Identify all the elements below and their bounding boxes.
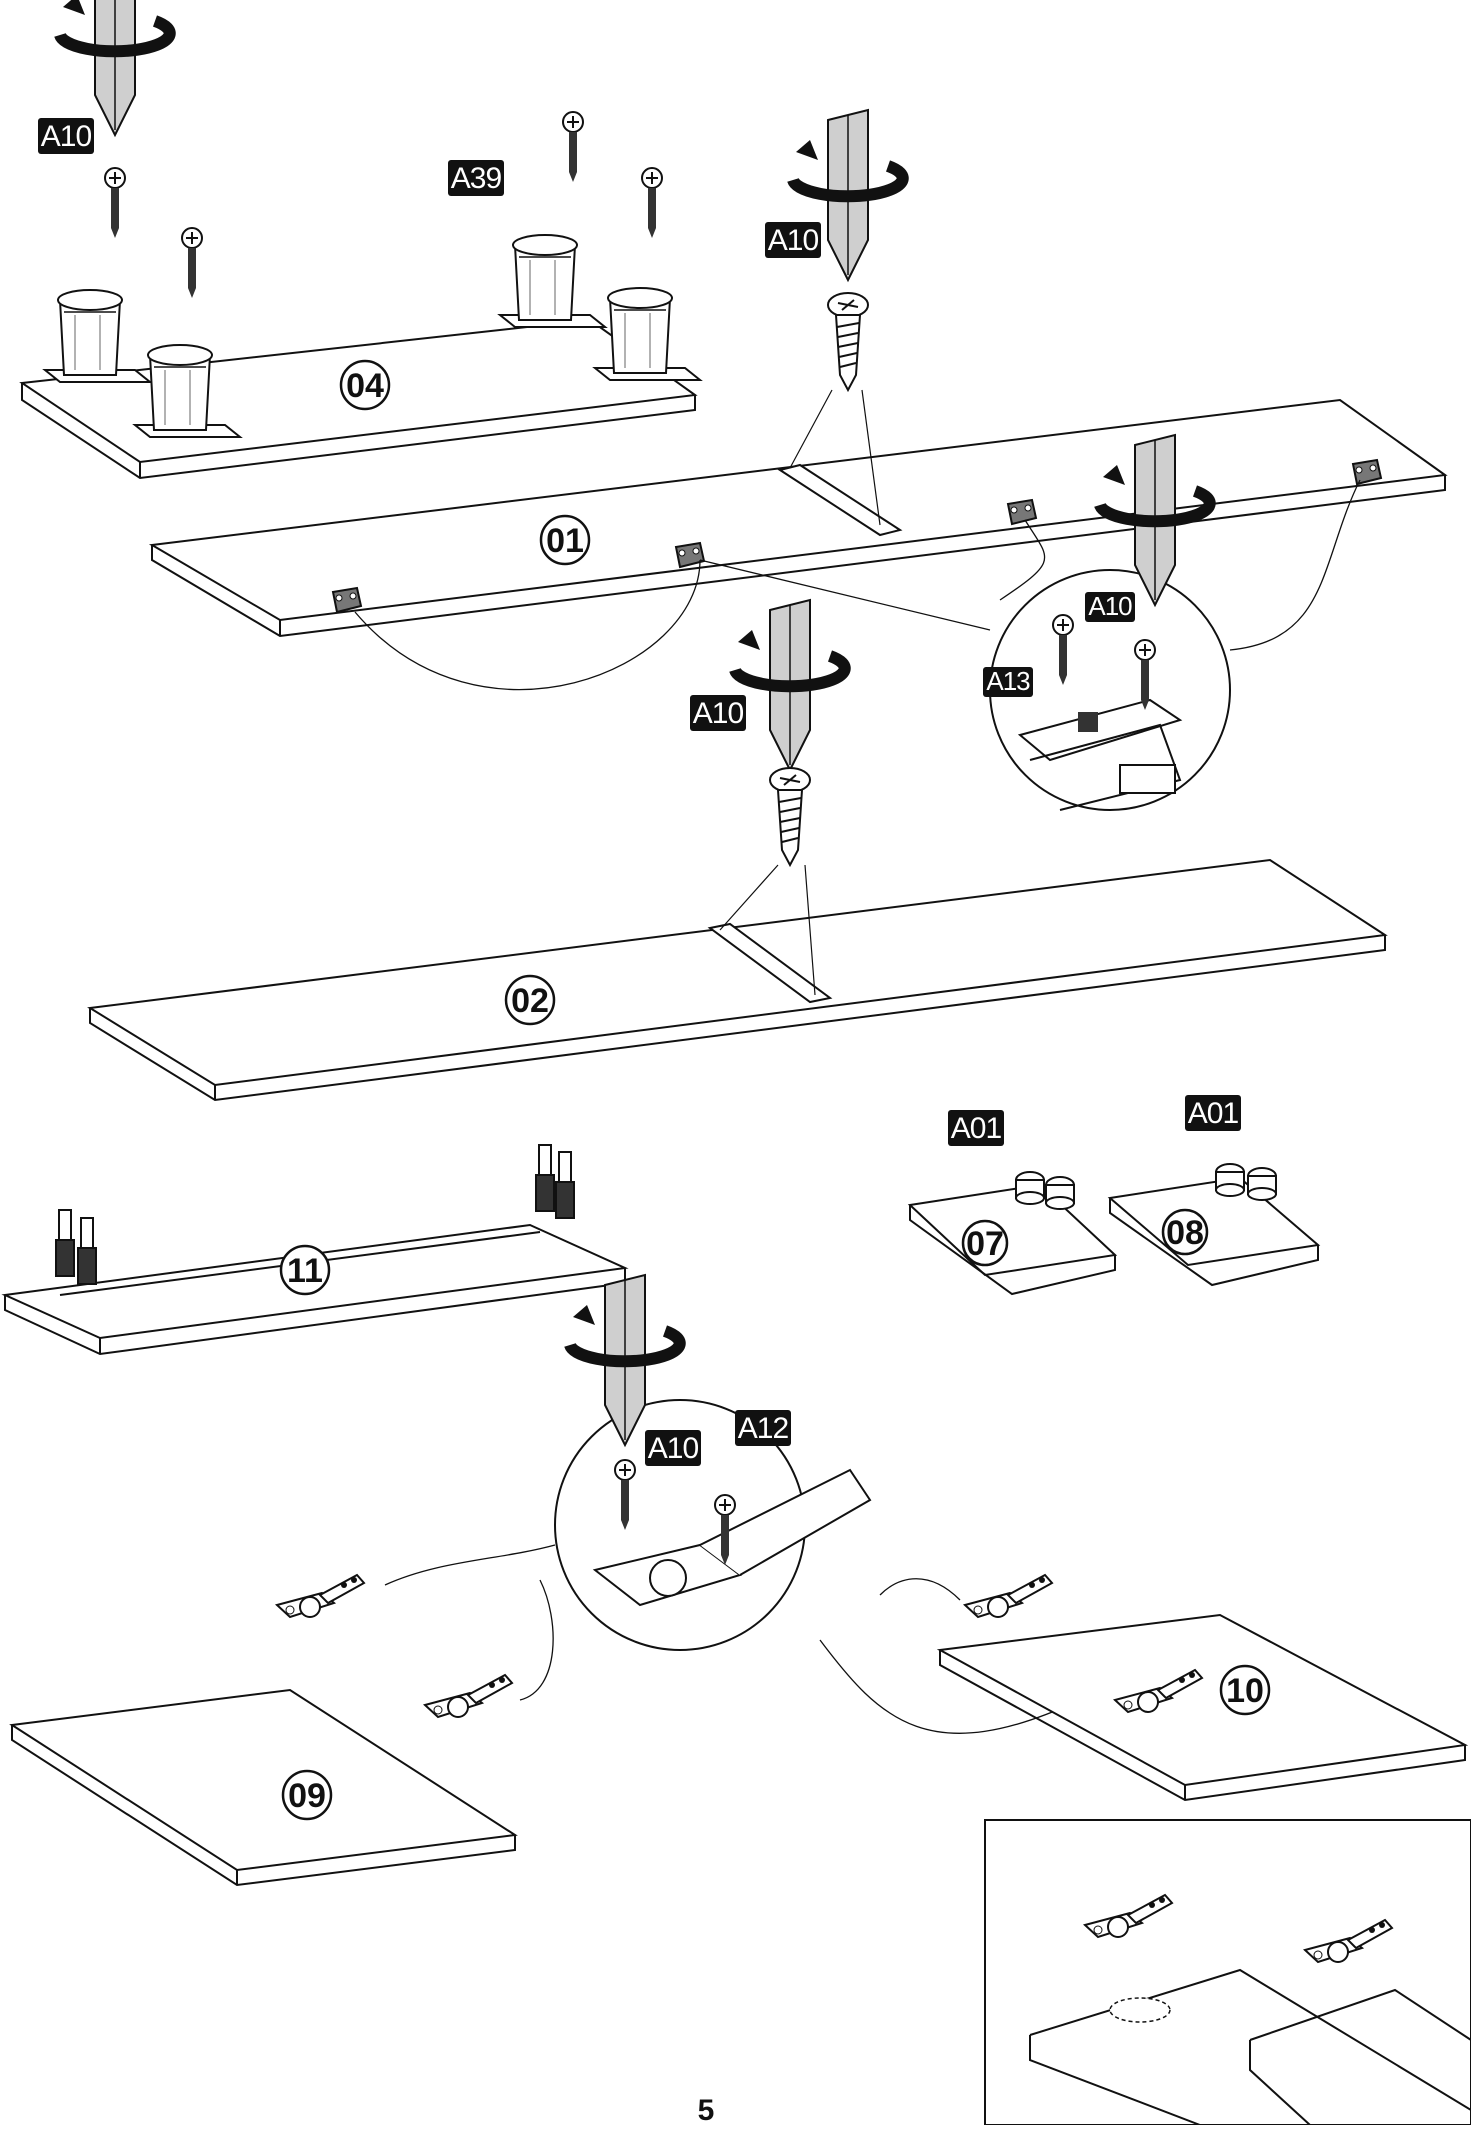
svg-text:A12: A12 bbox=[738, 1412, 789, 1445]
screw-icon bbox=[181, 227, 203, 299]
panel-01-group: 01 bbox=[148, 110, 1448, 638]
panel-08 bbox=[1107, 1176, 1321, 1267]
svg-text:A39: A39 bbox=[451, 162, 502, 195]
dowel-icon bbox=[55, 1209, 75, 1277]
panel-label-01: 01 bbox=[546, 522, 584, 560]
panel-02 bbox=[87, 858, 1388, 1087]
part-tag-a12: A12 bbox=[735, 1410, 791, 1446]
screw-icon bbox=[104, 167, 126, 239]
cam-lock-icon bbox=[1015, 1171, 1045, 1205]
cam-lock-icon bbox=[1045, 1176, 1075, 1210]
part-tag-a01-1: A01 bbox=[948, 1110, 1004, 1146]
panel-label-07: 07 bbox=[966, 1225, 1004, 1263]
dowel-icon bbox=[77, 1217, 97, 1285]
panel-07 bbox=[907, 1183, 1118, 1277]
svg-text:A10: A10 bbox=[1088, 591, 1132, 621]
screwdriver-icon bbox=[735, 600, 845, 770]
screw-icon bbox=[562, 111, 584, 183]
svg-text:A10: A10 bbox=[768, 224, 819, 257]
svg-text:A10: A10 bbox=[41, 120, 92, 153]
part-tag-a10-5: A10 bbox=[645, 1430, 701, 1466]
part-tag-a10-2: A10 bbox=[765, 222, 821, 258]
panel-04-group: 04 bbox=[19, 0, 701, 480]
svg-text:A01: A01 bbox=[1188, 1097, 1239, 1130]
panel-10-group: 10 bbox=[936, 1574, 1469, 1802]
inset-hinge-detail bbox=[984, 1819, 1471, 2126]
svg-text:A10: A10 bbox=[693, 697, 744, 730]
panel-08-group: 08 bbox=[1107, 1163, 1321, 1287]
screw-icon bbox=[827, 292, 869, 391]
panel-label-02: 02 bbox=[511, 982, 549, 1020]
part-tag-a39: A39 bbox=[448, 160, 504, 196]
cam-lock-icon bbox=[1215, 1163, 1245, 1197]
hinge-icon bbox=[424, 1674, 513, 1718]
panel-label-11: 11 bbox=[287, 1252, 323, 1290]
dowel-icon bbox=[555, 1151, 575, 1219]
part-tag-a01-2: A01 bbox=[1185, 1095, 1241, 1131]
panel-07-group: 07 bbox=[907, 1171, 1118, 1296]
screw-icon bbox=[641, 167, 663, 239]
svg-text:A10: A10 bbox=[648, 1432, 699, 1465]
zoom-detail-connector bbox=[354, 435, 1361, 811]
cam-lock-icon bbox=[1247, 1167, 1277, 1201]
hinge-icon bbox=[964, 1574, 1053, 1618]
hinge-icon bbox=[276, 1574, 365, 1618]
part-tag-a10-1: A10 bbox=[38, 118, 94, 154]
panel-label-10: 10 bbox=[1226, 1672, 1264, 1710]
part-tag-a10-3: A10 bbox=[1085, 591, 1135, 622]
panel-10 bbox=[936, 1613, 1469, 1787]
panel-11-group: 11 bbox=[1, 1144, 629, 1356]
dowel-icon bbox=[535, 1144, 555, 1212]
panel-02-group: 02 bbox=[87, 600, 1388, 1102]
page-number: 5 bbox=[698, 2094, 715, 2125]
part-tag-a13: A13 bbox=[983, 666, 1033, 697]
svg-text:A01: A01 bbox=[951, 1112, 1002, 1145]
screwdriver-icon bbox=[60, 0, 170, 135]
zoom-detail-hinge bbox=[384, 1275, 1081, 1734]
panel-09-group: 09 bbox=[9, 1574, 518, 1887]
leg-icon bbox=[499, 234, 606, 328]
screw-icon bbox=[769, 767, 811, 866]
leg-icon bbox=[44, 289, 151, 383]
panel-label-04: 04 bbox=[346, 367, 384, 405]
part-tag-a10-4: A10 bbox=[690, 695, 746, 731]
panel-label-09: 09 bbox=[288, 1777, 326, 1815]
panel-label-08: 08 bbox=[1166, 1214, 1204, 1252]
svg-text:A13: A13 bbox=[986, 666, 1030, 696]
